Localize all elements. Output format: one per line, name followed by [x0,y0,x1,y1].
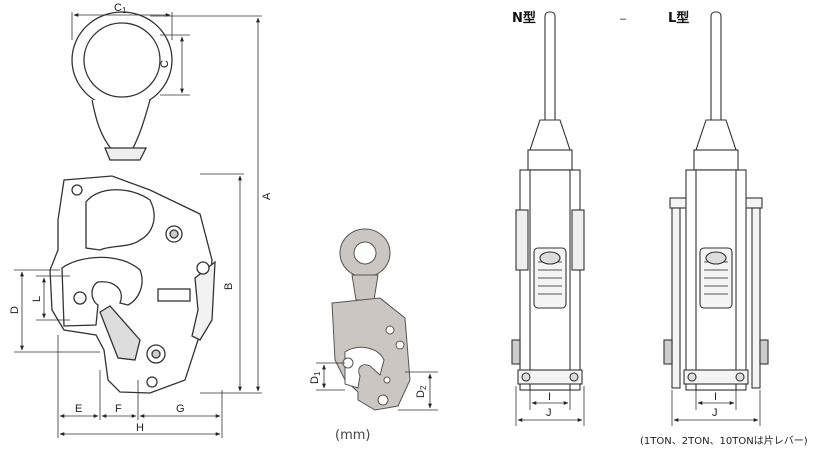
n-upper-block [527,149,573,171]
bolt-right [196,261,210,275]
label-plate [157,288,191,302]
l-upper-block [693,149,739,171]
dim-label-c1: C1 [114,2,127,15]
lever [191,260,216,341]
hole-bottom [146,376,158,388]
jaw-detail-labels: D1 D2 (mm) [309,371,428,443]
detail-ring-inner [353,241,377,265]
n-type-labels: N型 I J [512,10,552,419]
l-base [683,369,749,385]
type-separator: – [620,13,627,25]
footnote: (1TON、2TON、10TONは片レバー) [640,434,808,447]
dim-label-j-l: J [712,407,718,419]
jaw-detail-dimensions [316,362,438,411]
dim-label-c: C [159,60,171,68]
dim-label-d2: D2 [415,385,428,398]
side-view-labels: C1 C A B D L E F G H [9,2,273,434]
shackle-arm [91,99,151,151]
l-shackle-rod [710,11,722,128]
jaw-detail-view [331,228,411,411]
l-type-labels: L型 I J (1TON、2TON、10TONは片レバー) [640,10,808,447]
dim-label-i-l: I [714,391,717,403]
hole-top [71,184,83,196]
unit-label: (mm) [335,428,370,443]
shackle-link [104,147,148,161]
dim-label-a: A [261,192,273,200]
side-view-clamp [49,11,216,394]
cam-teeth [99,305,141,361]
dim-label-h: H [136,422,144,434]
dim-label-d: D [9,306,21,314]
dim-label-b: B [223,283,235,290]
dim-label-j-n: J [546,407,552,419]
l-lever-knob-right [759,339,769,365]
dim-label-l: L [31,296,43,302]
n-type-dimensions [515,386,585,426]
dim-label-d1: D1 [309,371,322,384]
dim-label-e: E [75,403,82,415]
l-shackle-neck [695,119,737,151]
jaw-opening [61,256,143,327]
n-lever-knob [511,339,521,365]
l-type-front-view [663,11,769,391]
shackle-ring-inner [83,22,161,98]
hole-jaw [73,291,87,305]
n-shackle-neck [529,119,571,151]
dim-label-i-n: I [548,391,551,403]
body-cutout [85,189,155,251]
dim-label-f: F [115,403,122,415]
n-base [517,369,583,385]
n-type-title: N型 [512,10,536,26]
detail-jaw [344,346,385,389]
l-type-dimensions [671,386,761,426]
l-type-title: L型 [668,10,689,26]
dim-label-g: G [176,403,185,415]
n-shackle-rod [544,11,556,128]
detail-neck [351,274,379,301]
side-view-dimensions [14,12,262,438]
l-lever-knob-left [663,339,673,365]
n-type-front-view [511,11,585,391]
